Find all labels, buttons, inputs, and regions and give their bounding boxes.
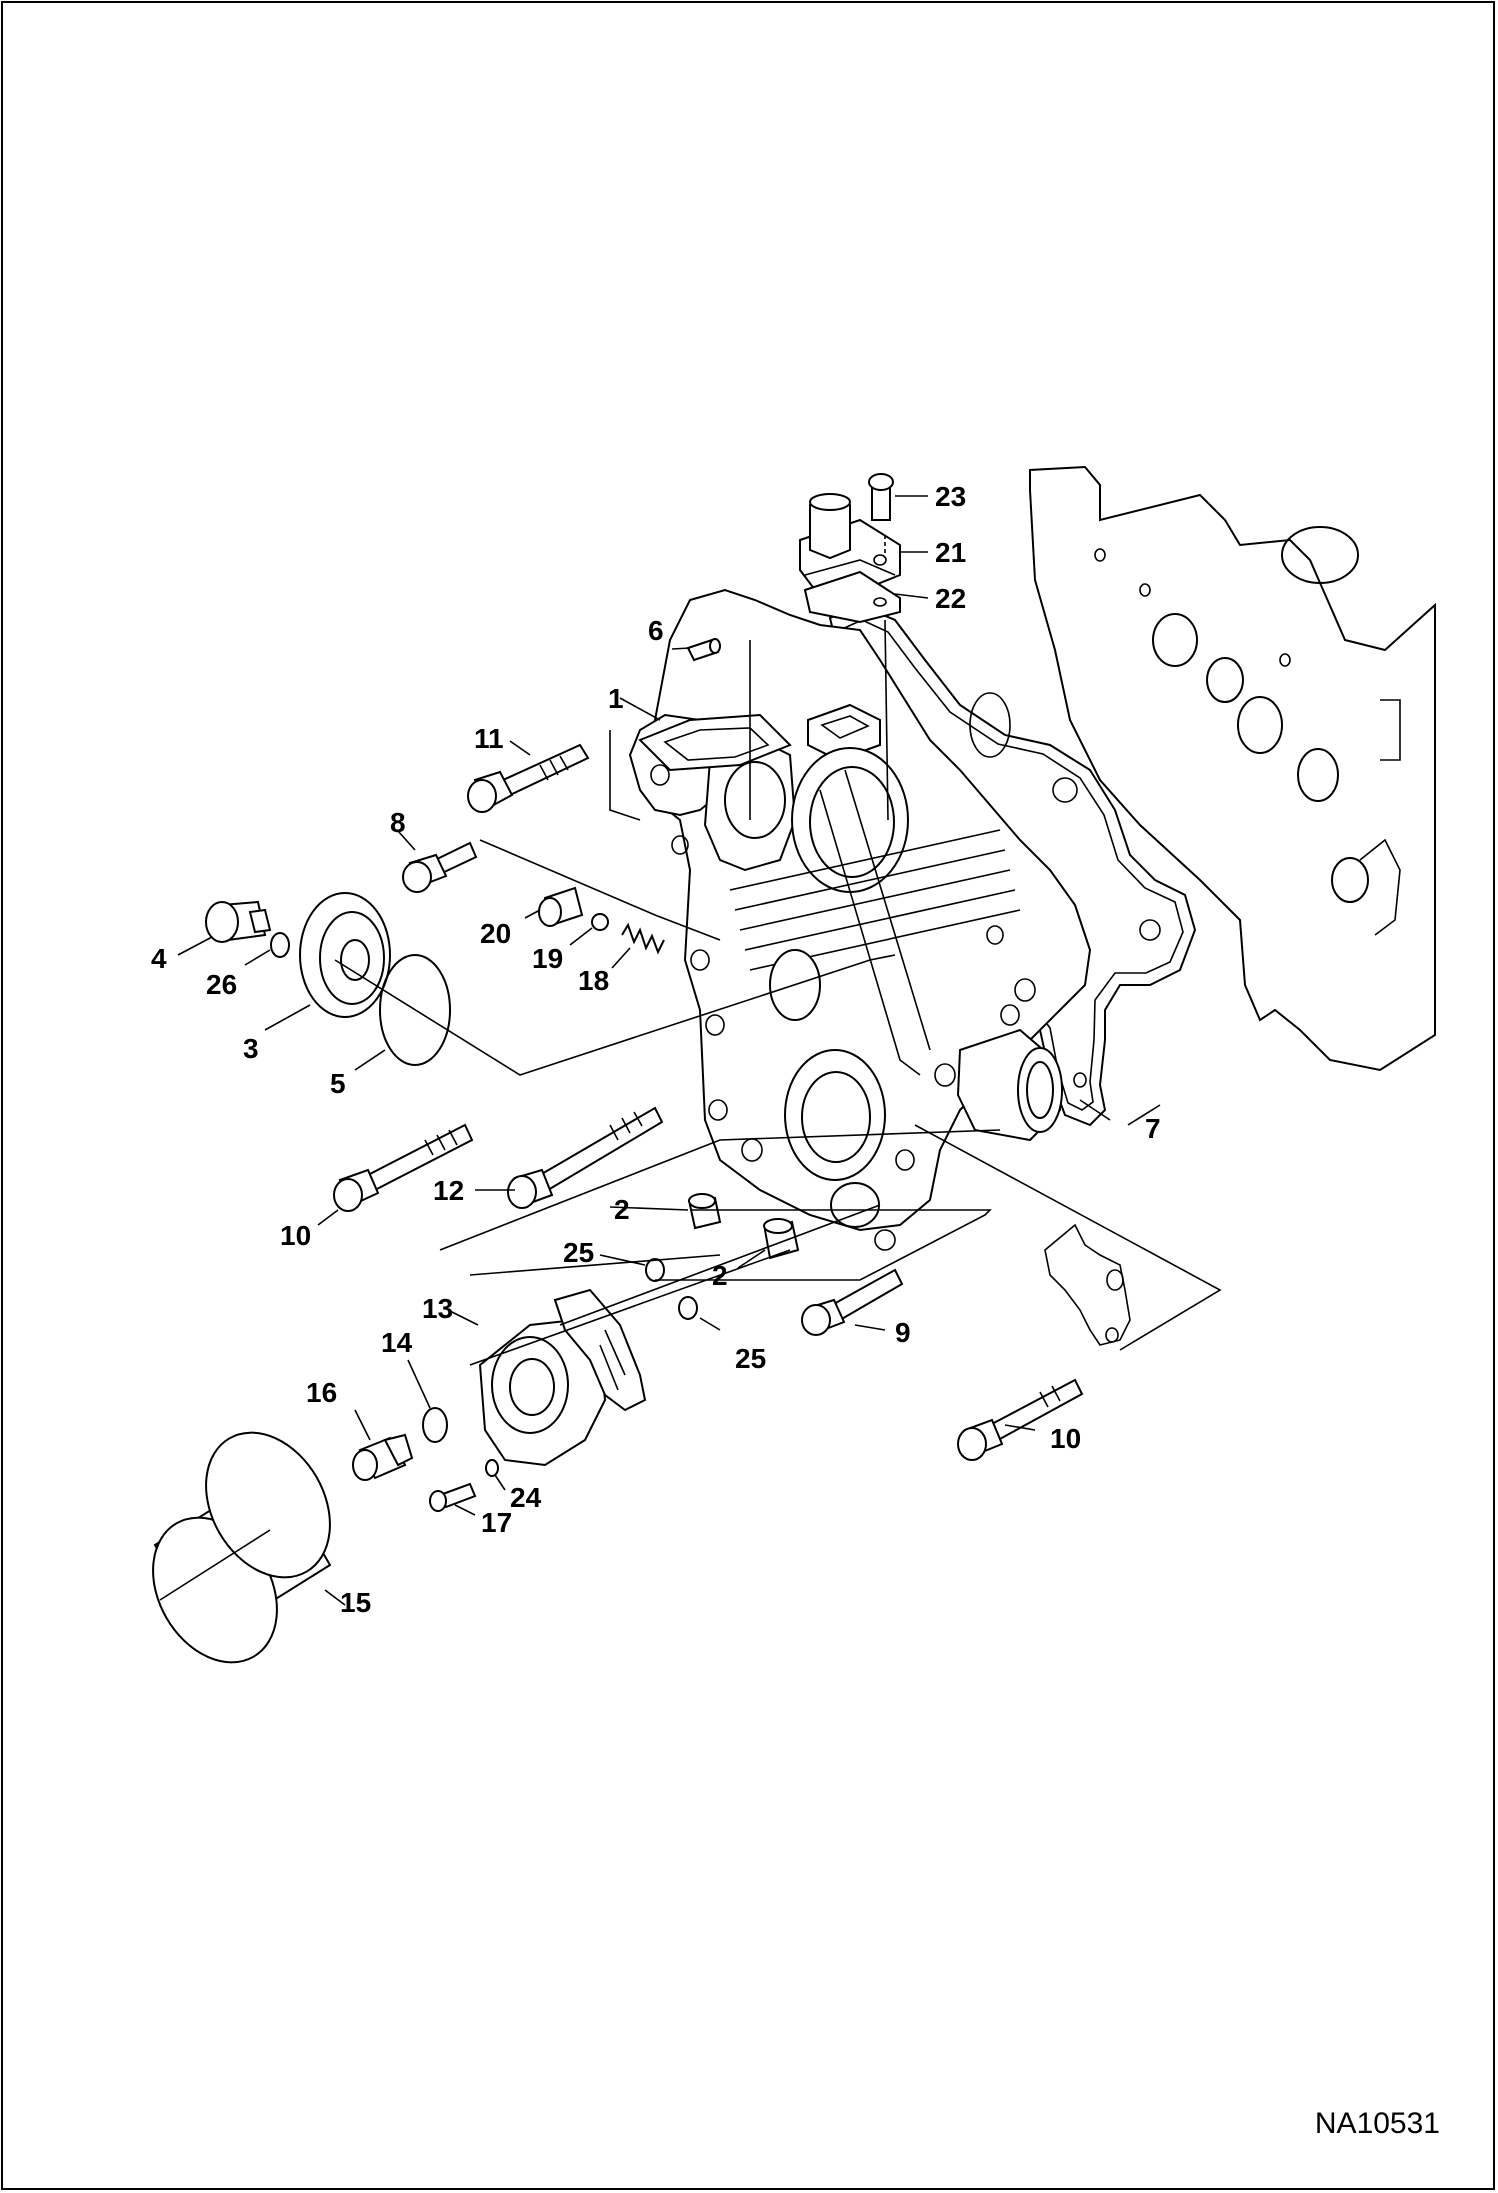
spring-18 xyxy=(621,922,665,955)
leader-lines xyxy=(177,495,1222,1606)
figure-id-label: NA10531 xyxy=(1314,2107,1440,2140)
callout-18: 18 xyxy=(578,965,609,996)
callout-13: 13 xyxy=(422,1293,453,1324)
callout-17: 17 xyxy=(481,1507,512,1538)
callout-2-upper: 2 xyxy=(614,1194,630,1225)
bolt-10-right xyxy=(957,1378,1084,1461)
callout-2-lower: 2 xyxy=(712,1260,728,1291)
bolt-8 xyxy=(402,841,478,893)
callout-11: 11 xyxy=(474,723,504,754)
callout-23: 23 xyxy=(935,481,966,512)
callout-12: 12 xyxy=(433,1175,464,1206)
nipple-16 xyxy=(352,1433,414,1481)
callout-4: 4 xyxy=(151,943,167,974)
callout-19: 19 xyxy=(532,943,563,974)
callout-25-lower: 25 xyxy=(735,1343,766,1374)
mounting-bracket xyxy=(1044,1223,1131,1346)
o-ring-5 xyxy=(379,954,451,1066)
dowel-pin-6 xyxy=(686,638,721,662)
callout-9: 9 xyxy=(895,1317,911,1348)
callout-7: 7 xyxy=(1145,1113,1161,1144)
callout-5: 5 xyxy=(330,1068,346,1099)
callout-3: 3 xyxy=(243,1033,259,1064)
o-ring-25-upper xyxy=(645,1258,665,1282)
callout-14: 14 xyxy=(381,1327,413,1358)
bushing-20 xyxy=(538,886,584,927)
callout-22: 22 xyxy=(935,583,966,614)
washer-24 xyxy=(485,1459,499,1477)
callout-26: 26 xyxy=(206,969,237,1000)
bolt-10-left xyxy=(333,1123,474,1212)
plug-bolt-4 xyxy=(205,900,272,943)
ball-19 xyxy=(591,913,609,931)
flange-21-22-23 xyxy=(799,473,901,624)
callout-labels: 23 21 22 6 1 11 8 4 26 3 5 20 19 18 7 10… xyxy=(151,481,1161,1618)
callout-8: 8 xyxy=(390,807,406,838)
callout-10-right: 10 xyxy=(1050,1423,1081,1454)
callout-1: 1 xyxy=(608,683,624,714)
washer-26 xyxy=(270,932,290,958)
callout-20: 20 xyxy=(480,918,511,949)
callout-21: 21 xyxy=(935,537,966,568)
callout-24: 24 xyxy=(510,1482,542,1513)
o-ring-14 xyxy=(422,1407,448,1443)
callout-15: 15 xyxy=(340,1587,371,1618)
bolt-9 xyxy=(801,1268,904,1336)
screw-17 xyxy=(429,1482,477,1512)
callout-10-left: 10 xyxy=(280,1220,311,1251)
engine-block xyxy=(1029,465,1436,1072)
plug-2-upper xyxy=(688,1193,722,1230)
bolt-11 xyxy=(467,743,590,813)
o-ring-25-lower xyxy=(678,1296,698,1320)
plug-2-lower xyxy=(763,1218,800,1260)
filter-housing-13 xyxy=(478,1288,647,1467)
oil-filter-15 xyxy=(152,1431,332,1664)
gear-case-cover-1 xyxy=(628,588,1092,1251)
bolt-12 xyxy=(507,1106,664,1209)
callout-25-upper: 25 xyxy=(563,1237,594,1268)
cap-3 xyxy=(299,892,391,1018)
callout-6: 6 xyxy=(648,615,664,646)
callout-16: 16 xyxy=(306,1377,337,1408)
